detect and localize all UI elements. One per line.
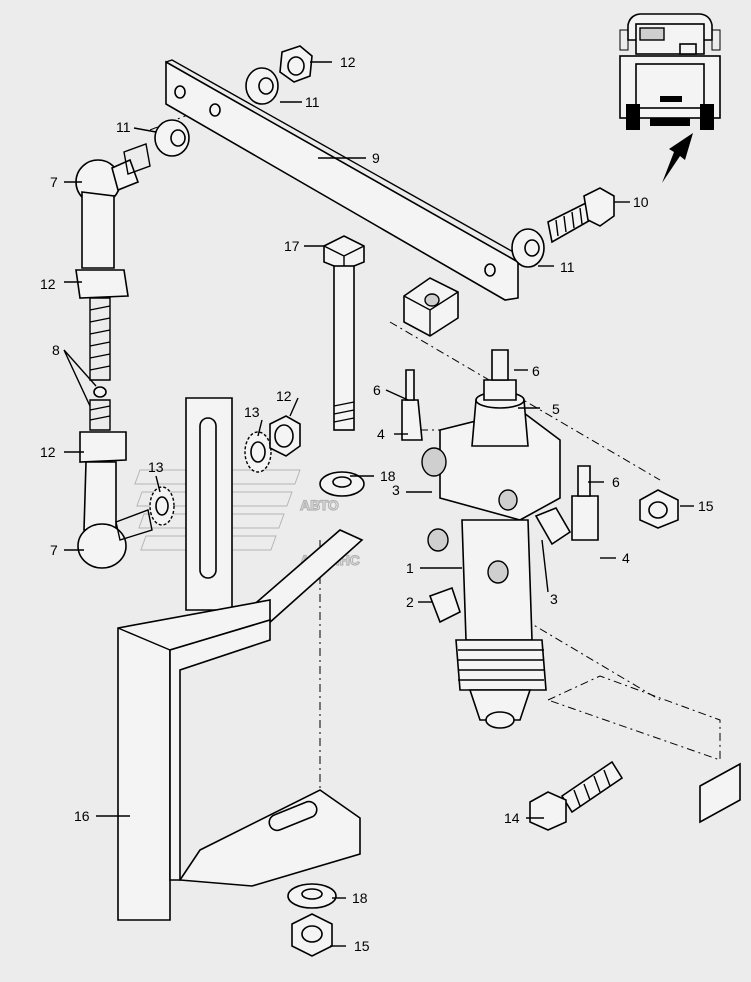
callout-12c: 12 xyxy=(40,444,56,460)
callout-12d: 12 xyxy=(276,388,292,404)
square-block-nut xyxy=(403,277,459,337)
callout-2: 2 xyxy=(406,594,414,610)
mount-plate-dashed xyxy=(547,675,741,824)
washer-18-top xyxy=(319,471,365,497)
callout-13b: 13 xyxy=(148,459,164,475)
callout-11c: 11 xyxy=(560,259,575,275)
callout-5: 5 xyxy=(552,401,560,417)
washer-11-top xyxy=(245,67,279,105)
lock-washer-13-right xyxy=(244,431,272,473)
bolt-14 xyxy=(529,760,624,831)
nut-15-bottom xyxy=(291,913,333,957)
callout-10: 10 xyxy=(633,194,649,210)
callout-11b: 11 xyxy=(116,119,131,135)
callout-8: 8 xyxy=(52,342,60,358)
callout-labels: 12 11 11 9 10 11 7 12 8 12 7 17 6 4 3 1 … xyxy=(40,54,714,954)
callout-18a: 18 xyxy=(380,468,396,484)
washer-11-right xyxy=(511,228,545,268)
nut-15-right xyxy=(639,489,679,529)
bracket-16 xyxy=(117,397,364,921)
washer-11-left xyxy=(154,119,190,157)
callout-14: 14 xyxy=(504,810,520,826)
lock-washer-13-left xyxy=(149,486,175,526)
callout-1: 1 xyxy=(406,560,414,576)
callout-7a: 7 xyxy=(50,174,58,190)
assembly-axis-lines xyxy=(149,109,661,800)
level-valve-1 xyxy=(421,349,572,729)
callout-6c: 6 xyxy=(612,474,620,490)
callout-3a: 3 xyxy=(392,482,400,498)
mounting-plate-9 xyxy=(165,59,526,301)
truck-rear-view-icon xyxy=(619,13,721,183)
leader-lines xyxy=(63,61,694,947)
bolt-17 xyxy=(323,235,365,431)
callout-17: 17 xyxy=(284,238,300,254)
callout-6b: 6 xyxy=(532,363,540,379)
callout-12b: 12 xyxy=(40,276,56,292)
callout-3b: 3 xyxy=(550,591,558,607)
callout-6a: 6 xyxy=(373,382,381,398)
callout-4b: 4 xyxy=(622,550,630,566)
washer-18-bottom xyxy=(287,883,337,909)
callout-13a: 13 xyxy=(244,404,260,420)
callout-15a: 15 xyxy=(698,498,714,514)
callout-18b: 18 xyxy=(352,890,368,906)
callout-9: 9 xyxy=(372,150,380,166)
svg-text:АВТО: АВТО xyxy=(300,497,339,513)
nut-12-bracket xyxy=(269,415,301,457)
callout-7b: 7 xyxy=(50,542,58,558)
callout-12a: 12 xyxy=(340,54,356,70)
nut-12-top xyxy=(279,45,313,83)
fittings-6 xyxy=(401,369,599,541)
linkage-rod-assembly xyxy=(75,143,153,569)
bolt-10 xyxy=(547,187,615,244)
callout-4a: 4 xyxy=(377,426,385,442)
callout-16: 16 xyxy=(74,808,90,824)
callout-11a: 11 xyxy=(305,94,320,110)
callout-15b: 15 xyxy=(354,938,370,954)
